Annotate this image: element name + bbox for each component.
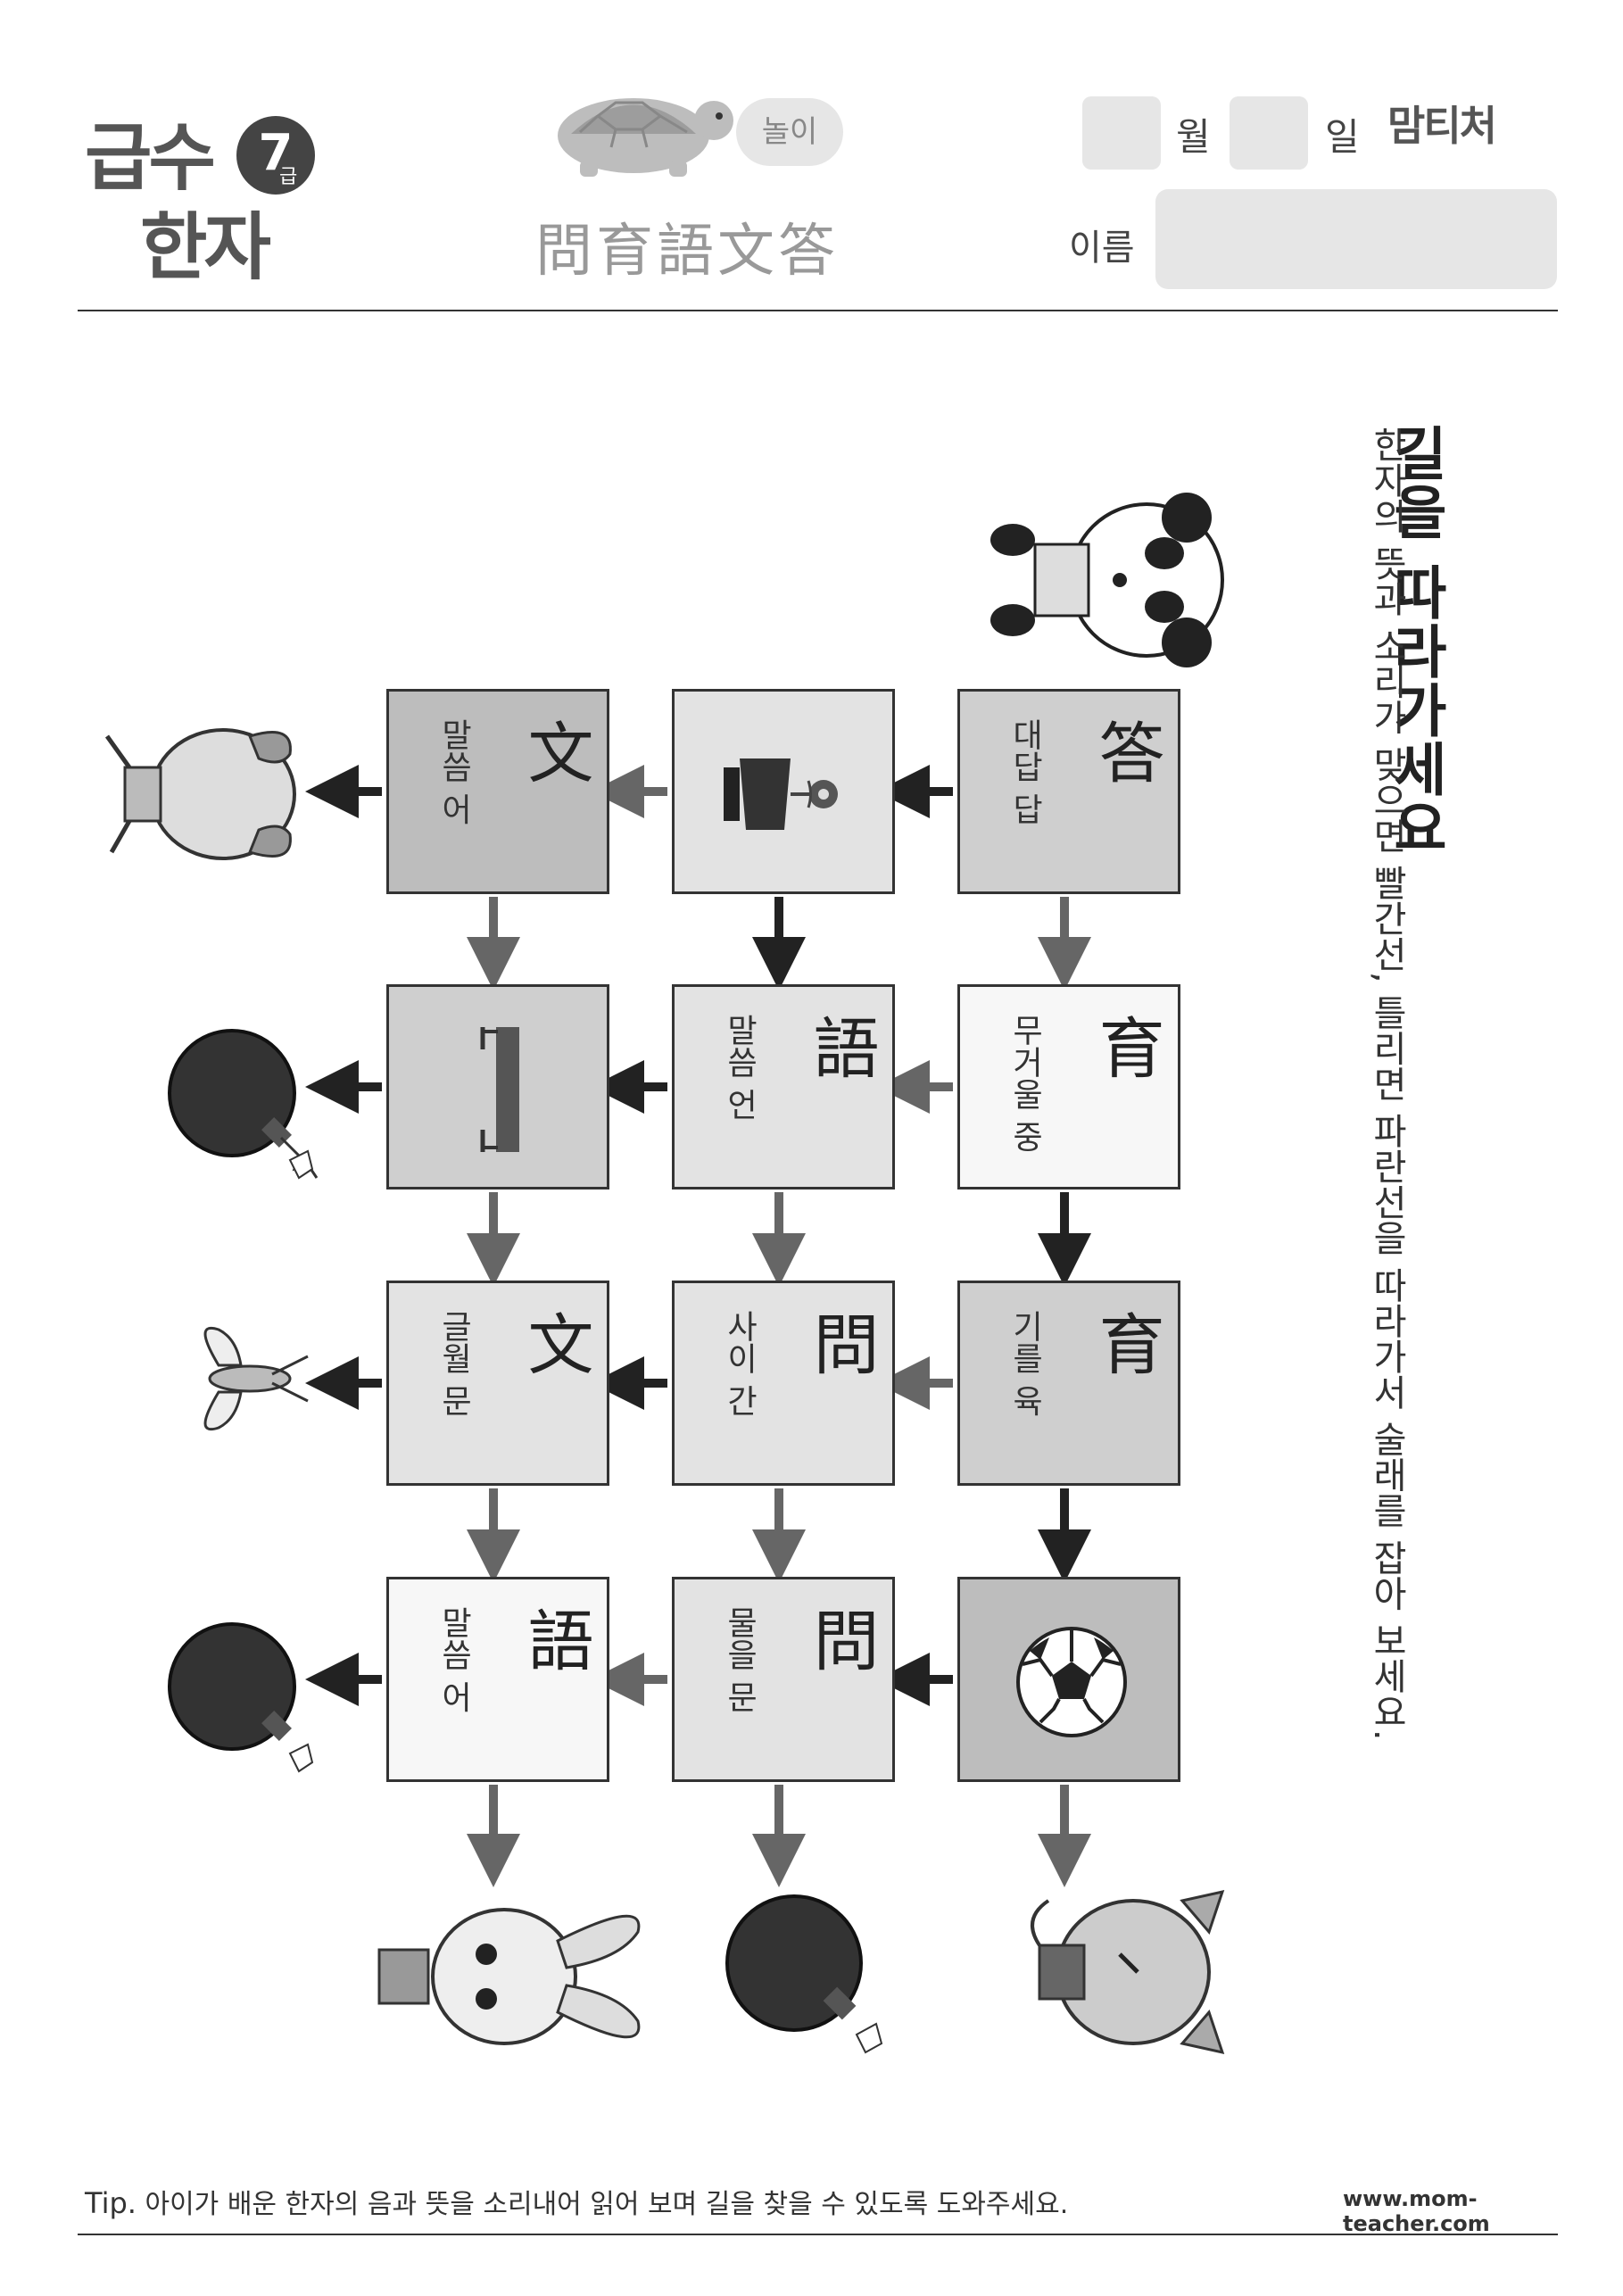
logo-grade-badge: 7 bbox=[236, 116, 315, 195]
header-divider bbox=[78, 310, 1558, 311]
cell-hanja: 問 bbox=[802, 1606, 879, 1672]
cell-meaning: 말씀 어 bbox=[435, 1606, 472, 1713]
cell-meaning: 말씀 언 bbox=[721, 1014, 758, 1121]
maze-cell[interactable]: 問 사이 간 bbox=[672, 1281, 895, 1486]
name-input-box[interactable] bbox=[1155, 189, 1557, 289]
cell-hanja: 答 bbox=[1088, 718, 1164, 784]
tip-prefix: Tip. bbox=[85, 2186, 137, 2220]
cell-hanja: 語 bbox=[517, 1606, 593, 1672]
bomb-icon bbox=[168, 1622, 314, 1773]
cell-hanja: 文 bbox=[517, 718, 593, 784]
cell-hanja: 育 bbox=[1088, 1310, 1164, 1376]
turtle-icon bbox=[558, 98, 733, 177]
bomb-icon bbox=[725, 1894, 883, 2054]
cell-meaning: 무거울 중 bbox=[1006, 1014, 1043, 1153]
panda-icon bbox=[990, 493, 1224, 667]
rabbit-icon bbox=[377, 1908, 641, 2045]
maze-cell[interactable] bbox=[957, 1577, 1180, 1782]
maze-cell[interactable] bbox=[672, 689, 895, 894]
cell-meaning: 말씀 어 bbox=[435, 718, 472, 825]
logo: 급수 한자 7 급 bbox=[85, 98, 335, 294]
play-bubble: 놀이 bbox=[736, 98, 843, 166]
website-url[interactable]: www.mom-teacher.com bbox=[1343, 2186, 1490, 2236]
maze-cell[interactable]: 文 말씀 어 bbox=[386, 689, 609, 894]
day-label: 일 bbox=[1325, 115, 1360, 159]
maze-cell[interactable] bbox=[386, 984, 609, 1189]
logo-text-top: 급수 bbox=[85, 116, 216, 201]
cell-meaning: 기를 육 bbox=[1006, 1310, 1043, 1417]
cell-meaning: 물을 문 bbox=[721, 1606, 758, 1713]
tip-text: Tip. 아이가 배운 한자의 음과 뜻을 소리내어 읽어 보며 길을 찾을 수… bbox=[85, 2182, 1068, 2221]
maze-cell[interactable]: 語 말씀 언 bbox=[672, 984, 895, 1189]
cell-hanja: 語 bbox=[802, 1014, 879, 1080]
footer-divider bbox=[78, 2234, 1558, 2235]
name-label: 이름 bbox=[1069, 228, 1135, 269]
cell-meaning: 대답 답 bbox=[1006, 718, 1043, 825]
dog-icon bbox=[104, 728, 296, 860]
header-hanja: 問育語文答 bbox=[535, 219, 839, 285]
logo-text-bottom: 한자 bbox=[140, 205, 271, 290]
maze-cell[interactable]: 問 물을 문 bbox=[672, 1577, 895, 1782]
maze-cell[interactable]: 文 글월 문 bbox=[386, 1281, 609, 1486]
month-input-box[interactable] bbox=[1082, 96, 1161, 170]
butterfly-icon bbox=[203, 1327, 309, 1430]
bench-icon bbox=[480, 1027, 519, 1152]
maze-cell[interactable]: 育 기를 육 bbox=[957, 1281, 1180, 1486]
logo-grade-suffix: 급 bbox=[279, 166, 298, 188]
flower-pot-icon bbox=[724, 758, 838, 830]
soccer-ball-icon bbox=[1016, 1627, 1127, 1737]
cell-hanja: 文 bbox=[517, 1310, 593, 1376]
brand-logo: 맘티처 bbox=[1387, 102, 1497, 150]
cell-hanja: 問 bbox=[802, 1310, 879, 1376]
maze-cell[interactable]: 語 말씀 어 bbox=[386, 1577, 609, 1782]
instruction-body: 한자의 뜻과 소리가 맞으면 빨간선, 틀리면 파란선을 따라가서 술래를 잡아… bbox=[1366, 427, 1407, 1741]
maze-cell[interactable]: 育 무거울 중 bbox=[957, 984, 1180, 1189]
month-label: 월 bbox=[1176, 115, 1211, 159]
instruction-title: 길을 따라가세요 bbox=[1382, 424, 1448, 858]
maze-cell[interactable]: 答 대답 답 bbox=[957, 689, 1180, 894]
cell-meaning: 사이 간 bbox=[721, 1310, 758, 1417]
cat-icon bbox=[1031, 1889, 1225, 2055]
cell-hanja: 育 bbox=[1088, 1014, 1164, 1080]
cell-meaning: 글월 문 bbox=[435, 1310, 472, 1417]
bomb-icon bbox=[168, 1029, 319, 1180]
tip-body: 아이가 배운 한자의 음과 뜻을 소리내어 읽어 보며 길을 찾을 수 있도록 … bbox=[145, 2189, 1069, 2220]
day-input-box[interactable] bbox=[1230, 96, 1308, 170]
